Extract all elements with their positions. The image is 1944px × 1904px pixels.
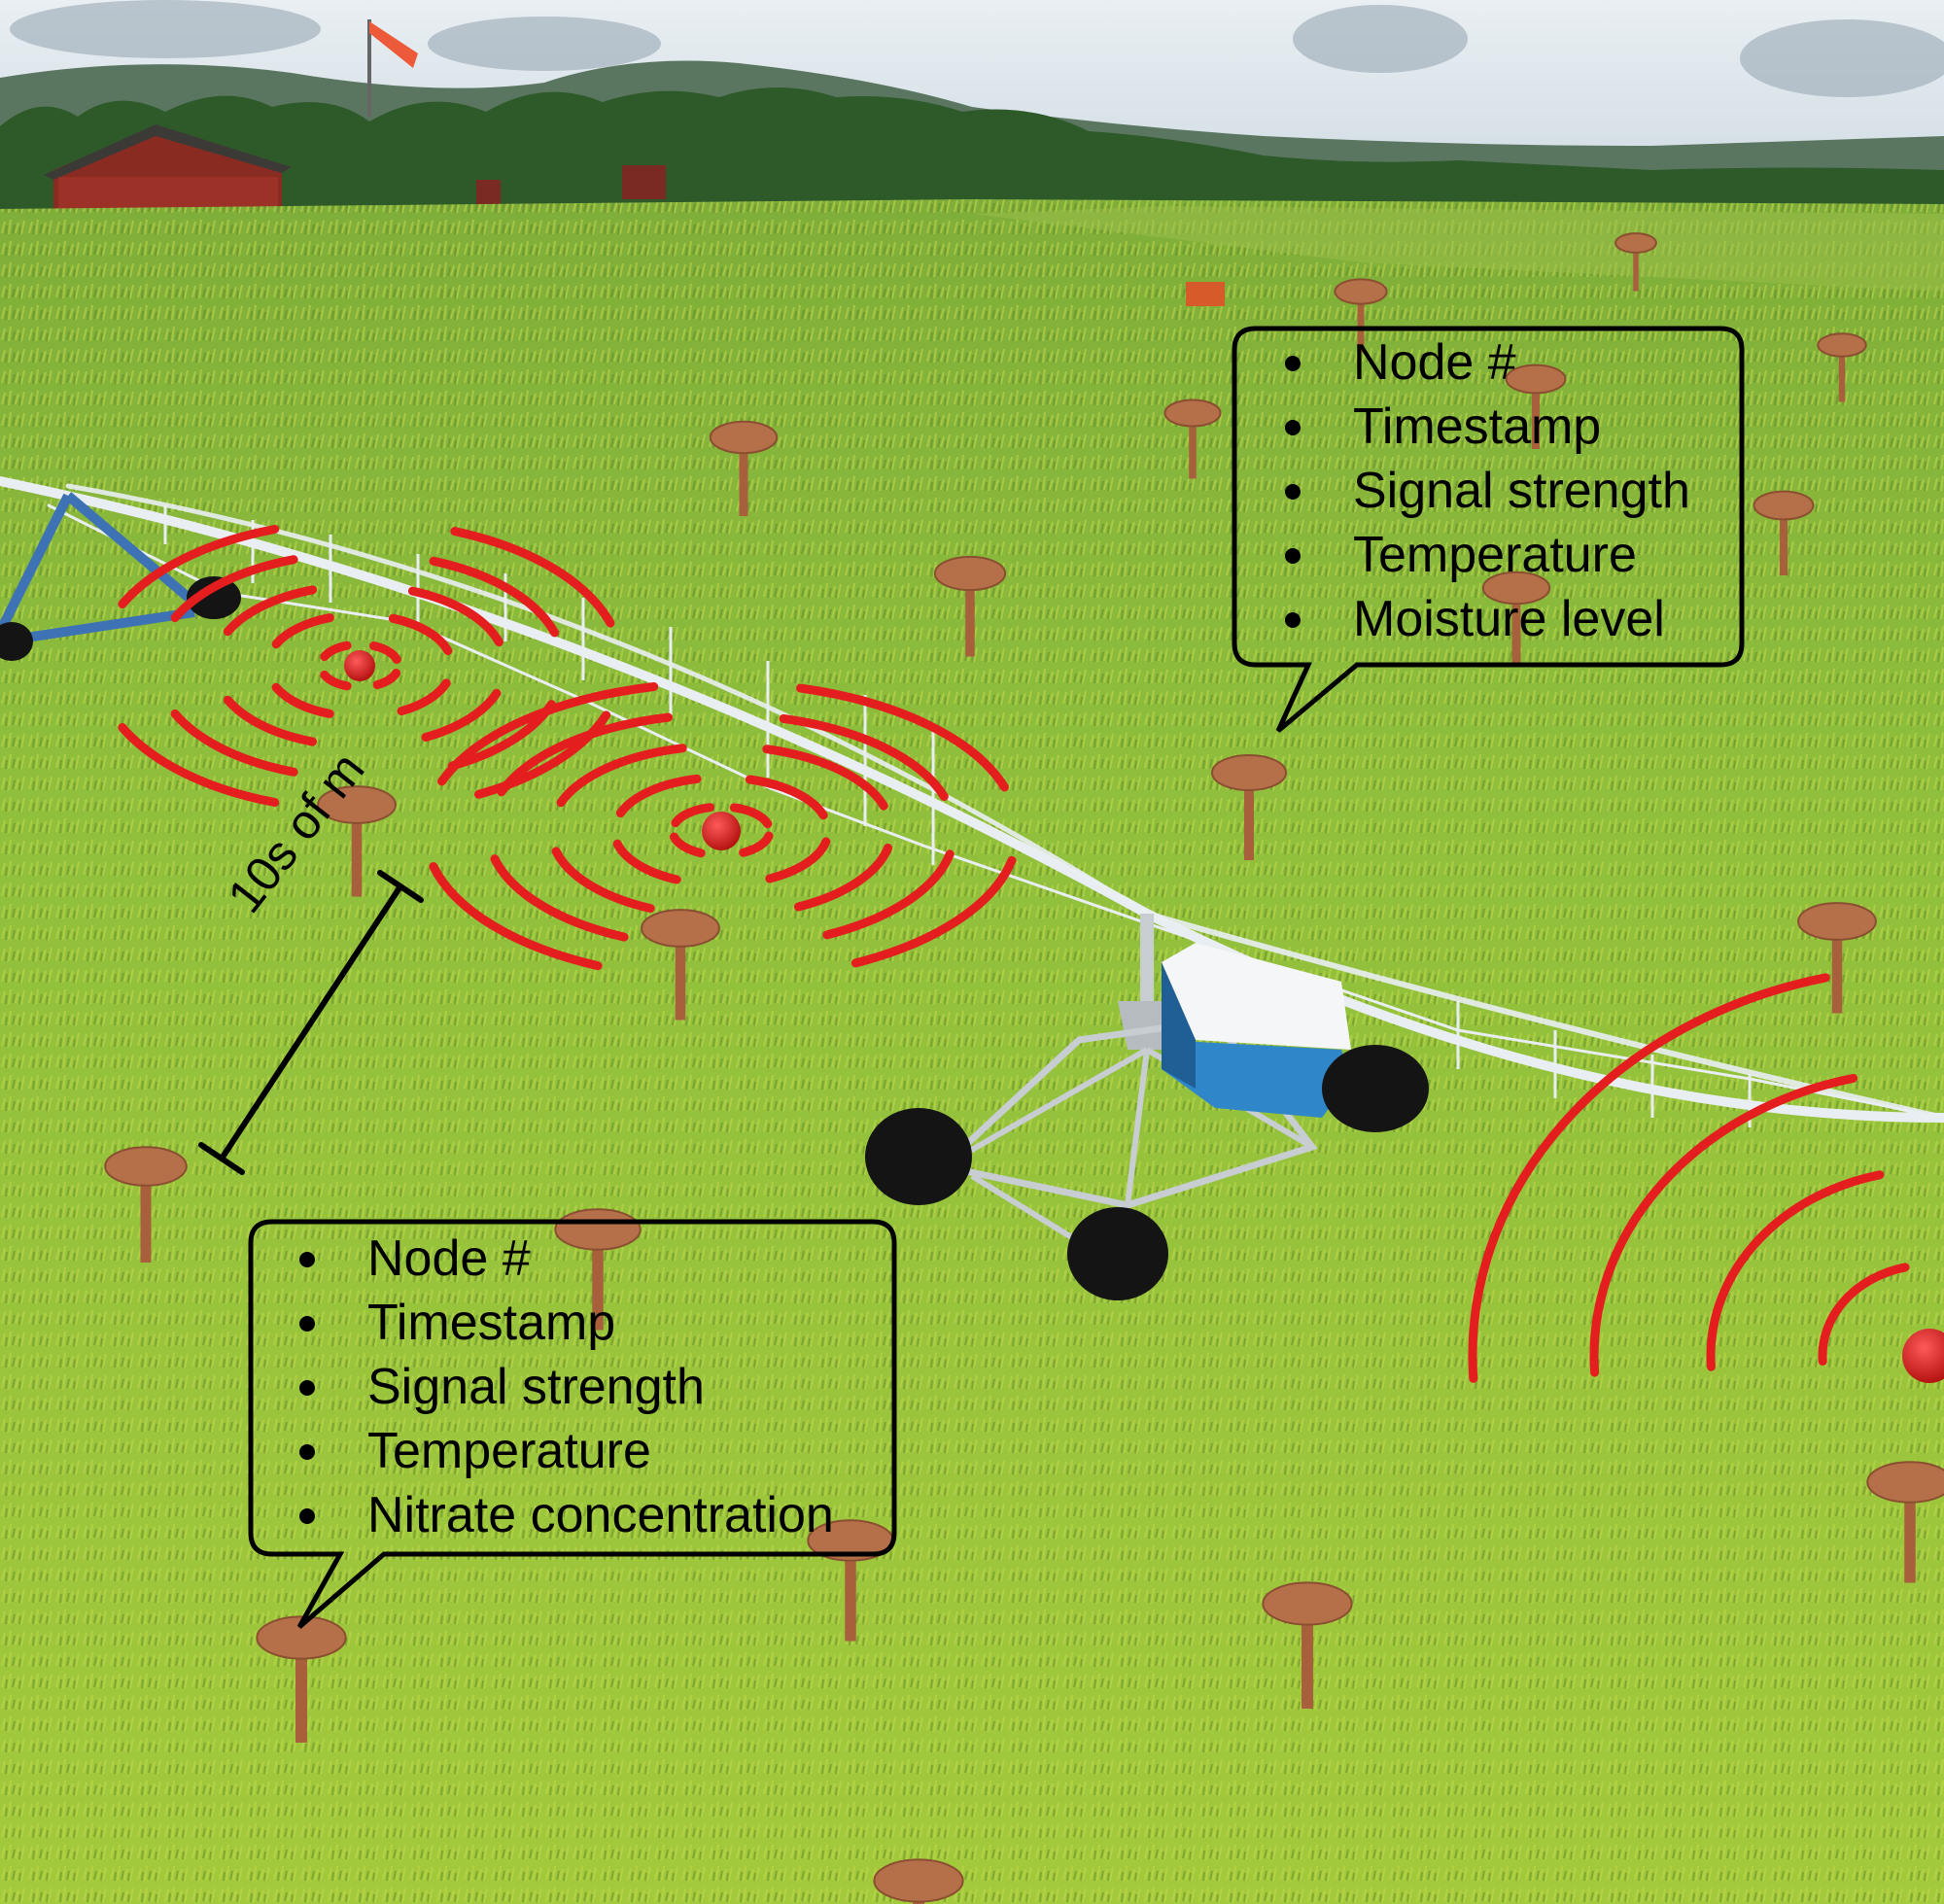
transmitters — [344, 650, 1944, 1383]
sensor-node — [104, 1146, 188, 1263]
scale-bar — [198, 870, 424, 1175]
signal-arc — [765, 837, 831, 883]
signal-arc — [372, 669, 401, 690]
sensor-node — [1817, 332, 1867, 402]
signal-arc — [118, 525, 280, 608]
end-wheel — [0, 622, 33, 661]
small-shed — [622, 165, 666, 199]
signal-arc — [779, 713, 949, 801]
signal-arc — [429, 862, 603, 971]
signal-arc — [822, 849, 955, 940]
signal-arc — [793, 843, 892, 912]
callout-item: Temperature — [1236, 523, 1742, 587]
callout-item: Nitrate concentration — [251, 1483, 892, 1547]
signal-arc — [320, 670, 352, 691]
sensor-node — [641, 909, 720, 1021]
signal-arc — [1589, 1073, 1858, 1377]
signal-arc — [223, 585, 317, 637]
callout-item: Signal strength — [251, 1355, 892, 1419]
signal-arc — [170, 555, 298, 623]
callout-item: Signal strength — [1236, 459, 1742, 523]
sensor-node — [933, 555, 1007, 657]
signal-arc — [556, 744, 687, 808]
sensor-node — [1262, 1581, 1353, 1709]
callout-bubble-top — [1232, 326, 1745, 733]
sensor-node — [1211, 754, 1287, 860]
runway-strip — [972, 206, 1944, 292]
callout-item: Temperature — [251, 1419, 892, 1483]
signal-arc — [551, 847, 655, 914]
signal-arc — [421, 688, 502, 742]
callout-bubble-bottom — [248, 1219, 897, 1629]
signal-arc — [320, 640, 352, 662]
callout-top: Node # Timestamp Signal strength Tempera… — [1236, 330, 1742, 651]
signal-arc — [429, 556, 560, 638]
signal-arc — [739, 831, 774, 857]
sensor-node — [1334, 278, 1388, 353]
signal-arc — [1468, 973, 1830, 1383]
signal-arc — [670, 832, 706, 858]
sensor-node — [1866, 1461, 1944, 1583]
signal-arc — [796, 683, 1009, 792]
signal-arc — [397, 678, 451, 716]
signal-arc — [388, 613, 453, 656]
callout-item: Timestamp — [251, 1291, 892, 1355]
signal-arc — [745, 775, 828, 820]
sensor-node — [317, 785, 397, 897]
callout-item: Timestamp — [1236, 395, 1742, 459]
sensor-node — [1753, 490, 1815, 575]
signal-arc — [1818, 1263, 1910, 1366]
end-wheel — [187, 576, 241, 619]
signal-arc — [612, 839, 681, 884]
signal-arc — [497, 712, 673, 797]
sensor-nodes — [104, 232, 1944, 1904]
signal-arc — [671, 803, 715, 828]
sensor-node — [1163, 398, 1222, 479]
signal-arc — [271, 613, 334, 649]
sensor-node — [1505, 363, 1567, 449]
signal-arc — [170, 709, 298, 777]
signal-arc — [450, 527, 615, 628]
signal-arc — [490, 854, 629, 942]
signal-arc — [1706, 1170, 1885, 1371]
callout-item: Node # — [251, 1227, 892, 1291]
signal-arc — [762, 744, 888, 811]
callout-bottom: Node # Timestamp Signal strength Tempera… — [251, 1227, 892, 1547]
sensor-node — [709, 420, 779, 516]
sensor-node — [1481, 571, 1551, 667]
end-tower — [0, 492, 198, 646]
field-crate — [1186, 282, 1225, 306]
pivot-wheels — [865, 1045, 1429, 1300]
transmitter-ball — [702, 812, 741, 850]
signal-arc — [407, 586, 503, 647]
signal-arc — [437, 682, 659, 786]
transmitter-ball — [344, 650, 375, 681]
sensor-node — [873, 1858, 964, 1904]
signal-arc — [729, 803, 773, 829]
signal-arc — [850, 855, 1017, 968]
windsock — [367, 19, 418, 117]
signal-waves — [118, 525, 1910, 1383]
sensor-node — [1614, 232, 1657, 292]
signal-arc — [223, 695, 317, 746]
control-box — [1162, 943, 1351, 1118]
callout-item: Node # — [1236, 330, 1742, 395]
signal-arc — [271, 682, 334, 718]
signal-arc — [369, 641, 401, 664]
clouds — [10, 0, 1944, 97]
transmitter-ball — [1902, 1329, 1944, 1383]
signal-arc — [118, 723, 280, 807]
callout-item: Moisture level — [1236, 587, 1742, 651]
signal-arc — [615, 774, 702, 818]
small-shed — [476, 180, 501, 204]
sensor-node — [1797, 902, 1877, 1014]
sensor-node — [256, 1615, 347, 1743]
